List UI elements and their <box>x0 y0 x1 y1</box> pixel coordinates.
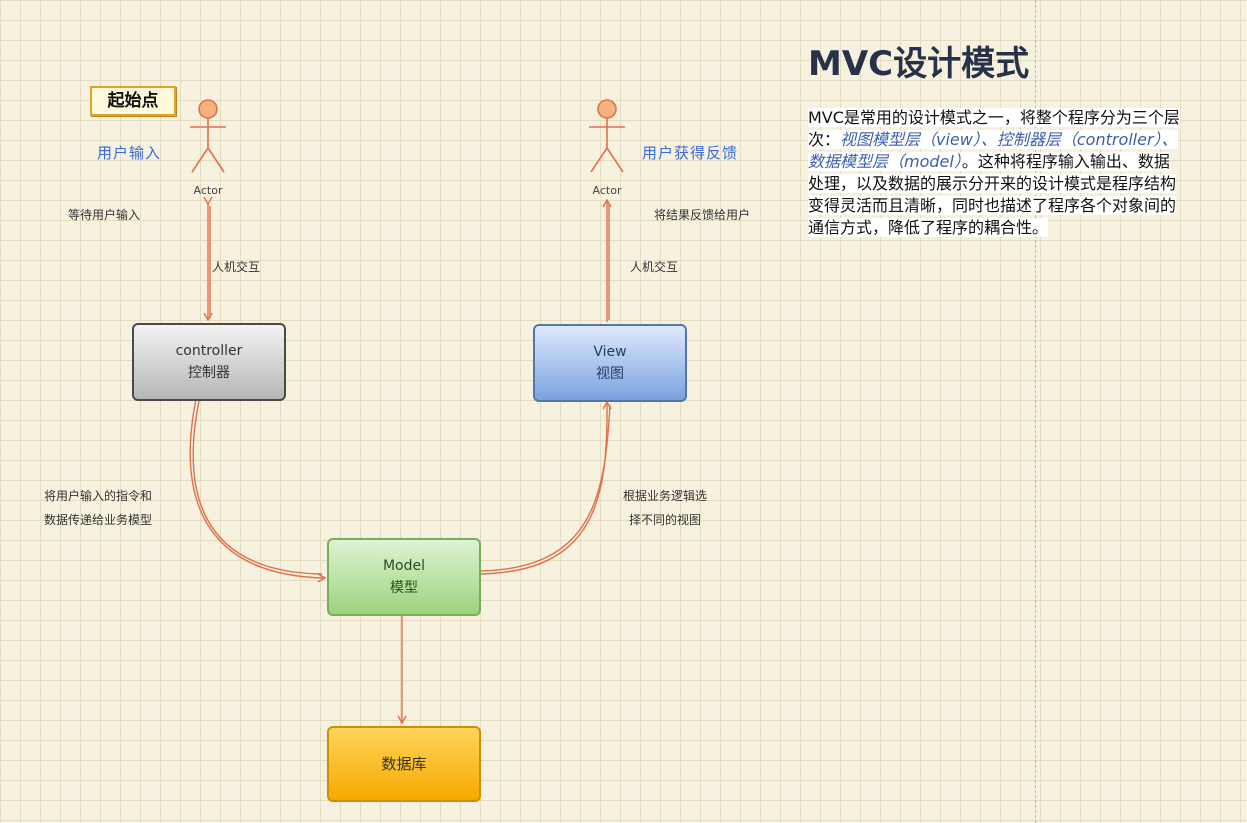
view-node-title: View <box>593 344 627 360</box>
model-node-title: Model <box>382 558 426 574</box>
edge-label-controller-model-line1: 将用户输入的指令和 <box>44 489 153 503</box>
actor-right-label: 用户获得反馈 <box>642 144 739 162</box>
edge-label-model-view-line2: 择不同的视图 <box>628 513 701 527</box>
start-point-badge: 起始点 <box>90 86 176 116</box>
arrow-view-actor <box>602 198 612 322</box>
actor-left-name: Actor <box>193 184 223 197</box>
controller-node[interactable]: controller 控制器 <box>132 323 286 401</box>
edge-label-left: 人机交互 <box>212 260 261 274</box>
model-node-subtitle: 模型 <box>390 580 418 596</box>
edge-label-controller-model: 将用户输入的指令和 数据传递给业务模型 <box>44 484 194 532</box>
arrow-model-view <box>478 400 612 575</box>
page-title: MVC设计模式 <box>808 44 1030 84</box>
view-node-subtitle: 视图 <box>596 366 624 382</box>
controller-node-subtitle: 控制器 <box>188 365 230 381</box>
database-node-label: 数据库 <box>381 755 427 773</box>
database-node[interactable]: 数据库 <box>327 726 481 802</box>
actor-left-label: 用户输入 <box>97 144 162 162</box>
arrow-controller-model <box>189 398 327 583</box>
page-guide-line <box>1035 0 1036 823</box>
actor-right-note: 将结果反馈给用户 <box>654 208 751 222</box>
model-node[interactable]: Model 模型 <box>327 538 481 616</box>
arrow-actor-controller <box>203 196 213 322</box>
view-node[interactable]: View 视图 <box>533 324 687 402</box>
actor-right-name: Actor <box>592 184 622 197</box>
edge-label-model-view-line1: 根据业务逻辑选 <box>622 489 707 503</box>
actor-left-icon <box>190 99 226 173</box>
controller-node-title: controller <box>175 343 243 359</box>
edge-label-right: 人机交互 <box>630 260 679 274</box>
actor-left-note: 等待用户输入 <box>68 208 141 222</box>
description-text: MVC是常用的设计模式之一，将整个程序分为三个层次：视图模型层（view）、控制… <box>808 107 1180 239</box>
edge-label-controller-model-line2: 数据传递给业务模型 <box>44 513 153 527</box>
actor-right-icon <box>589 99 625 173</box>
edge-label-model-view: 根据业务逻辑选 择不同的视图 <box>605 484 725 532</box>
